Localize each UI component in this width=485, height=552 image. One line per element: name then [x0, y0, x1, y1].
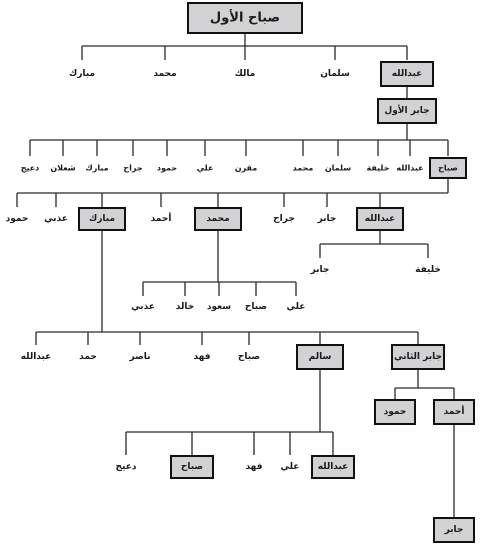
node-gen1-1: سلمان	[320, 69, 350, 79]
node-gen3-0: صباح	[438, 164, 458, 173]
node-ahmad-box	[433, 399, 475, 425]
node-salem-child-2: فهد	[245, 462, 262, 472]
node-salem-child-0: عبدالله	[318, 462, 349, 472]
node-gen3-5: مقرن	[235, 164, 258, 173]
node-gen4-7: حمود	[6, 214, 29, 224]
node-ahmad: أحمد	[444, 405, 465, 417]
node-mubarak-child-6: عبدالله	[21, 352, 52, 362]
node-hamoud: حمود	[384, 407, 407, 417]
node-gen3-11: دعيج	[21, 164, 40, 173]
node-jaber-i-box	[377, 98, 437, 124]
node-gen3-10: شعلان	[50, 164, 75, 173]
node-hamoud-box	[374, 399, 416, 425]
node-jaber-i: جابر الأول	[384, 104, 429, 116]
node-salem-child-3-box	[170, 455, 214, 479]
node-gen1-0: عبدالله	[392, 69, 423, 79]
node-gen4-3-box	[194, 207, 242, 231]
node-jaber-al-ahmad-box	[433, 517, 475, 543]
node-gen3-2: خليفة	[367, 164, 390, 173]
node-mubarak-child-1: سالم	[309, 352, 332, 362]
node-gen3-6: علي	[197, 164, 214, 173]
node-mohammed-child-4: عذبي	[131, 302, 155, 312]
node-khalifa: خليفة	[415, 265, 441, 275]
node-gen4-5: مبارك	[89, 214, 115, 224]
node-mubarak-child-5: حمد	[79, 352, 97, 362]
node-gen3-1: عبدالله	[396, 164, 423, 173]
node-gen3-7: حمود	[157, 164, 177, 173]
node-gen1-0-box	[380, 61, 434, 87]
node-gen3-3: سلمان	[325, 164, 351, 173]
node-mubarak-child-2: صباح	[238, 352, 260, 362]
node-gen3-9: مبارك	[85, 164, 108, 173]
node-mohammed-child-0: علي	[287, 302, 306, 312]
node-mohammed-child-2: سعود	[207, 302, 231, 312]
node-mohammed-child-1: صباح	[245, 302, 267, 312]
node-gen4-5-box	[78, 207, 126, 231]
node-sabah-i: صباح الأول	[210, 9, 280, 26]
node-gen4-0-box	[356, 207, 404, 231]
node-mohammed-child-3: خالد	[176, 302, 194, 312]
node-mubarak-child-4: ناصر	[128, 352, 150, 362]
node-gen3-8: جراح	[123, 164, 142, 173]
node-mubarak-child-3: فهد	[193, 352, 210, 362]
node-gen4-4: أحمد	[151, 212, 172, 224]
node-sabah-i-box	[187, 2, 303, 34]
node-salem-child-1: علي	[281, 462, 300, 472]
node-salem-child-0-box	[311, 455, 355, 479]
node-salem-child-3: صباح	[181, 462, 203, 472]
node-gen3-4: محمد	[293, 164, 314, 173]
node-jaber: جابر	[310, 265, 330, 275]
node-gen4-2: جراح	[273, 214, 295, 224]
node-gen1-4: مبارك	[69, 69, 95, 79]
node-salem-child-4: دعيج	[116, 462, 137, 472]
node-gen4-0: عبدالله	[365, 214, 396, 224]
node-gen4-1: جابر	[317, 214, 337, 224]
node-gen3-0-box	[429, 157, 467, 179]
node-mubarak-child-1-box	[296, 344, 344, 370]
node-mubarak-child-0-box	[391, 344, 445, 370]
node-gen1-3: محمد	[153, 69, 176, 79]
node-gen4-6: عذبي	[44, 214, 68, 224]
node-mubarak-child-0: جابر الثاني	[394, 352, 442, 362]
tree-connectors	[16, 34, 455, 518]
node-gen4-3: محمد	[206, 214, 229, 224]
node-gen1-2: مالك	[235, 69, 256, 79]
node-jaber-al-ahmad: جابر	[444, 525, 464, 535]
tree-nodes: صباح الأول عبدالله سلمان مالك محمد مبارك جابر …	[6, 2, 475, 543]
